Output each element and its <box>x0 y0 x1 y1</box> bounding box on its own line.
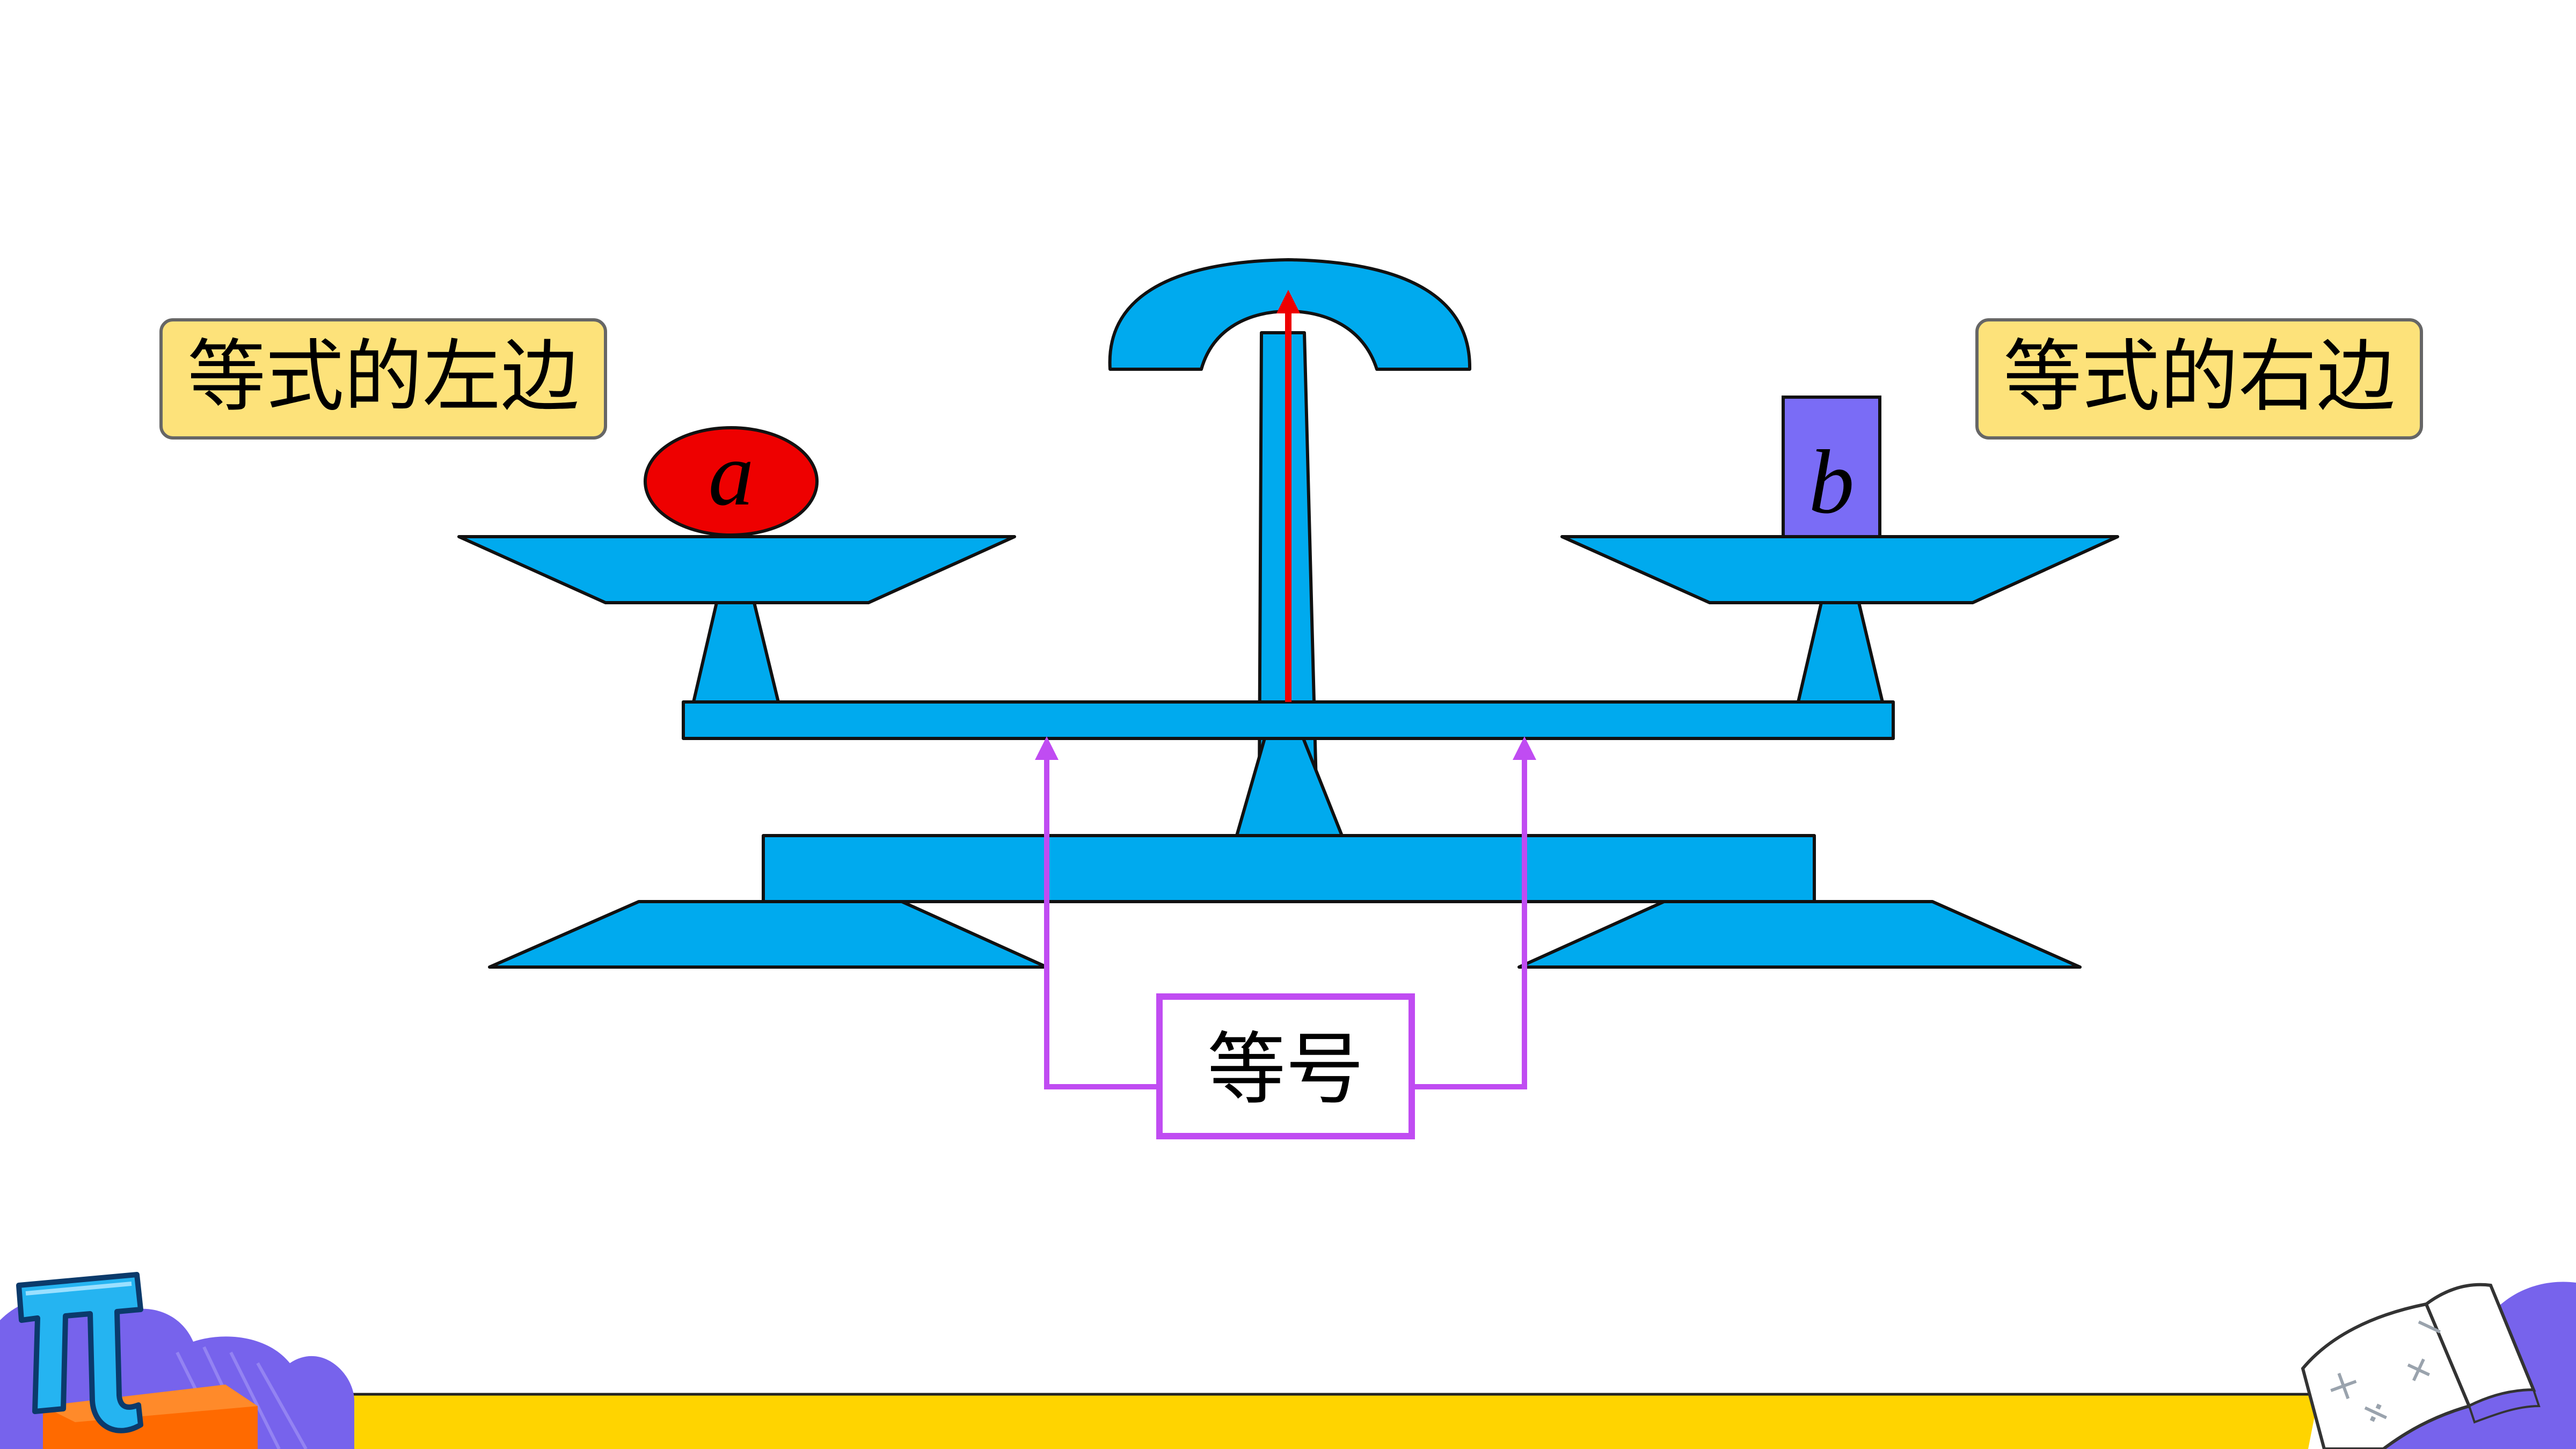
pi-logo-icon <box>16 1272 143 1433</box>
scale-base <box>762 834 1816 903</box>
left-weight-ball <box>644 426 819 537</box>
scale-foot-right <box>1517 900 2082 969</box>
right-pan-support <box>1797 601 1884 704</box>
variable-a: a <box>709 423 754 524</box>
left-pan-support <box>692 601 780 704</box>
pointer-arrowhead-icon <box>1276 290 1300 313</box>
balance-pointer <box>1276 290 1300 702</box>
right-weight-block <box>1782 396 1881 538</box>
balance-scale <box>457 258 2119 969</box>
scale-arc <box>1108 258 1472 371</box>
open-book-icon: × ÷ − + <box>2301 1283 2541 1449</box>
equal-sign-label-text: 等号 <box>1207 1024 1364 1115</box>
equal-sign-label: 等号 <box>1156 993 1415 1139</box>
variable-b: b <box>1809 431 1855 532</box>
left-side-label-text: 等式的左边 <box>187 331 579 422</box>
footer-yellow-strip <box>333 1394 2319 1449</box>
scale-foot-left <box>488 900 1048 969</box>
left-pan <box>457 535 1016 604</box>
right-pan <box>1560 535 2119 604</box>
right-side-label-text: 等式的右边 <box>2003 331 2395 422</box>
right-side-label: 等式的右边 <box>1975 318 2423 440</box>
footer-decoration: × ÷ − + <box>0 1272 2576 1449</box>
scale-fulcrum <box>1235 737 1344 837</box>
equal-sign-connector <box>1044 751 1527 1089</box>
equal-arrowhead-left-icon <box>1035 736 1059 760</box>
left-side-label: 等式的左边 <box>159 318 607 440</box>
scale-beam <box>682 700 1895 740</box>
equal-arrowhead-right-icon <box>1513 736 1536 760</box>
